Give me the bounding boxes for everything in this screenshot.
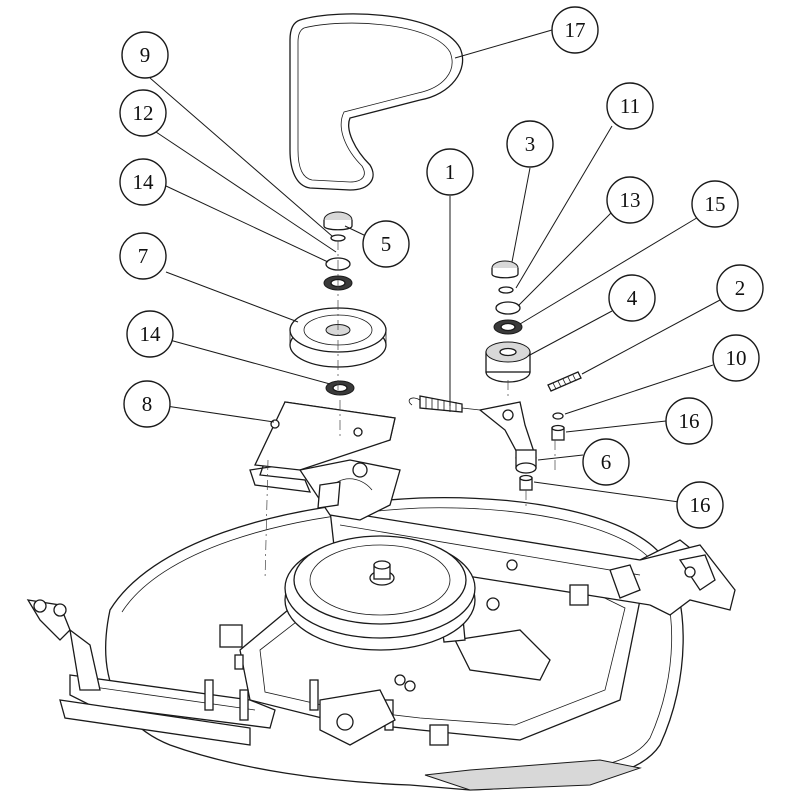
callout-3: 3 [506,120,554,168]
callout-7: 7 [119,232,167,280]
callout-10: 10 [712,334,760,382]
callout-label: 11 [620,94,640,118]
tension-spring-1 [408,395,481,413]
callout-label: 14 [140,322,162,346]
leader-lines [149,29,721,503]
callout-14: 14 [119,158,167,206]
callout-12: 12 [119,89,167,137]
callout-14-lower: 14 [126,310,174,358]
callout-label: 14 [133,170,155,194]
callout-label: 10 [726,346,747,370]
callout-label: 17 [565,18,586,42]
callout-label: 13 [620,188,641,212]
callout-8: 8 [123,380,171,428]
callout-label: 2 [735,276,746,300]
callout-label: 3 [525,132,536,156]
tension-spring-2 [547,371,582,392]
spacer-bushing-lower-16 [519,474,533,491]
callout-label: 9 [140,43,151,67]
callout-4: 4 [608,274,656,322]
idler-bracket-plate [249,401,401,521]
idler-pulley-stack-right [485,260,531,383]
callout-label: 16 [690,493,711,517]
callout-label: 16 [679,409,700,433]
callout-label: 12 [133,101,154,125]
callout-label: 5 [381,232,392,256]
center-line-right [507,380,556,510]
callout-11: 11 [606,82,654,130]
callout-label: 4 [627,286,638,310]
center-line-left [264,240,341,581]
callout-label: 8 [142,392,153,416]
drive-belt [289,13,464,191]
callout-13: 13 [606,176,654,224]
callout-5: 5 [362,220,410,268]
callout-label: 1 [445,160,456,184]
callout-16: 16 [665,397,713,445]
callout-2: 2 [716,264,764,312]
spacer-bushing-upper-16 [551,424,565,441]
callout-label: 15 [705,192,726,216]
callout-16-lower: 16 [676,481,724,529]
idler-arm [478,401,537,474]
callout-17: 17 [551,6,599,54]
callout-label: 7 [138,244,149,268]
retaining-ring-10 [552,412,564,420]
callout-1: 1 [426,148,474,196]
callout-15: 15 [691,180,739,228]
callout-6: 6 [582,438,630,486]
callout-label: 6 [601,450,612,474]
callout-9: 9 [121,31,169,79]
deck-spindle-pulley [284,535,476,651]
